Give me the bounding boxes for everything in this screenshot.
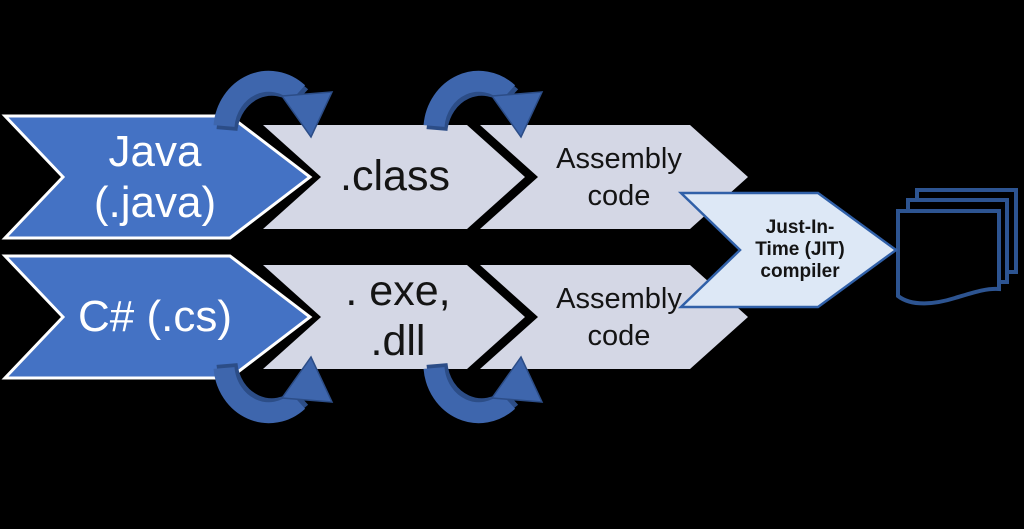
- chevron-class: [263, 125, 525, 229]
- curved-arrow-bottom-2: [423, 355, 544, 424]
- jit-arrow: [677, 191, 899, 309]
- curved-arrow-bottom-1: [213, 355, 334, 424]
- chevron-assembly-bottom: [480, 265, 748, 369]
- document-stack-icon: [896, 188, 1018, 306]
- curved-arrow-top-2: [423, 70, 544, 139]
- chevron-exe-dll: [263, 265, 525, 369]
- chevron-java: [1, 114, 313, 240]
- chevron-assembly-top: [480, 125, 748, 229]
- doc-front: [896, 209, 1001, 306]
- chevron-cs: [1, 254, 313, 380]
- curved-arrow-top-1: [213, 70, 334, 139]
